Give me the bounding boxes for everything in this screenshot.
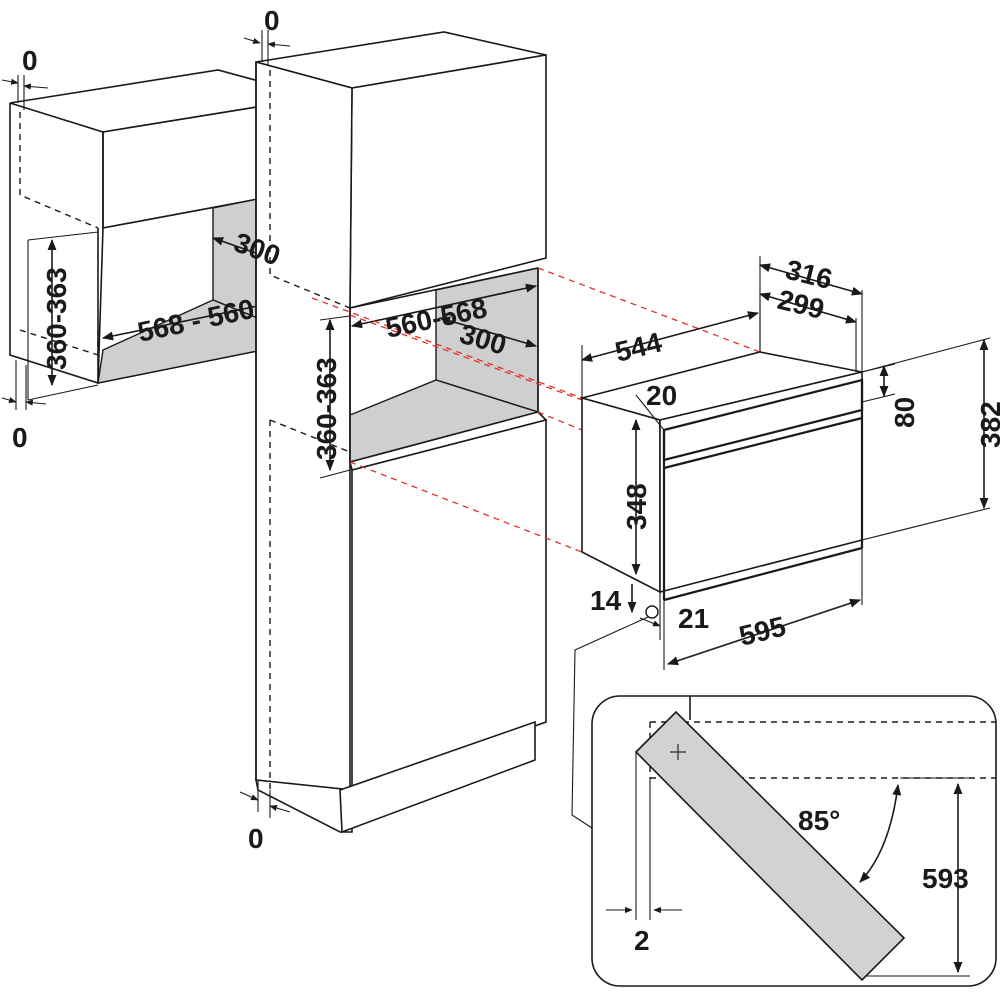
left-niche-height-label: 360-363: [41, 267, 72, 370]
oven-front-offset-label: 20: [646, 380, 677, 411]
oven-front-height-label: 382: [975, 401, 1000, 448]
oven-width-body-label: 544: [612, 326, 665, 367]
detail-height-label: 593: [922, 863, 969, 894]
oven-door-top-label: 80: [889, 397, 920, 428]
tall-cabinet: [255, 31, 548, 834]
oven-door-thickness-label: 21: [678, 603, 709, 634]
oven-door-panel: [634, 710, 906, 982]
oven-front-width-label: 595: [736, 610, 789, 651]
tall-cabinet-top-gap-label: 0: [264, 5, 280, 36]
oven: [578, 351, 864, 602]
detail-callout-marker: [645, 605, 659, 619]
oven-bottom-gap-label: 14: [590, 585, 622, 616]
detail-angle-label: 85°: [798, 805, 840, 836]
left-cabinet-top-gap-label: 0: [22, 45, 38, 76]
tall-cabinet-bottom-gap-label: 0: [248, 823, 264, 854]
left-cabinet-bottom-gap-label: 0: [12, 422, 28, 453]
oven-body-height-label: 348: [621, 483, 652, 530]
tall-niche-height-label: 360-363: [311, 357, 342, 460]
detail-gap-label: 2: [634, 925, 650, 956]
detail-view: [591, 695, 997, 987]
